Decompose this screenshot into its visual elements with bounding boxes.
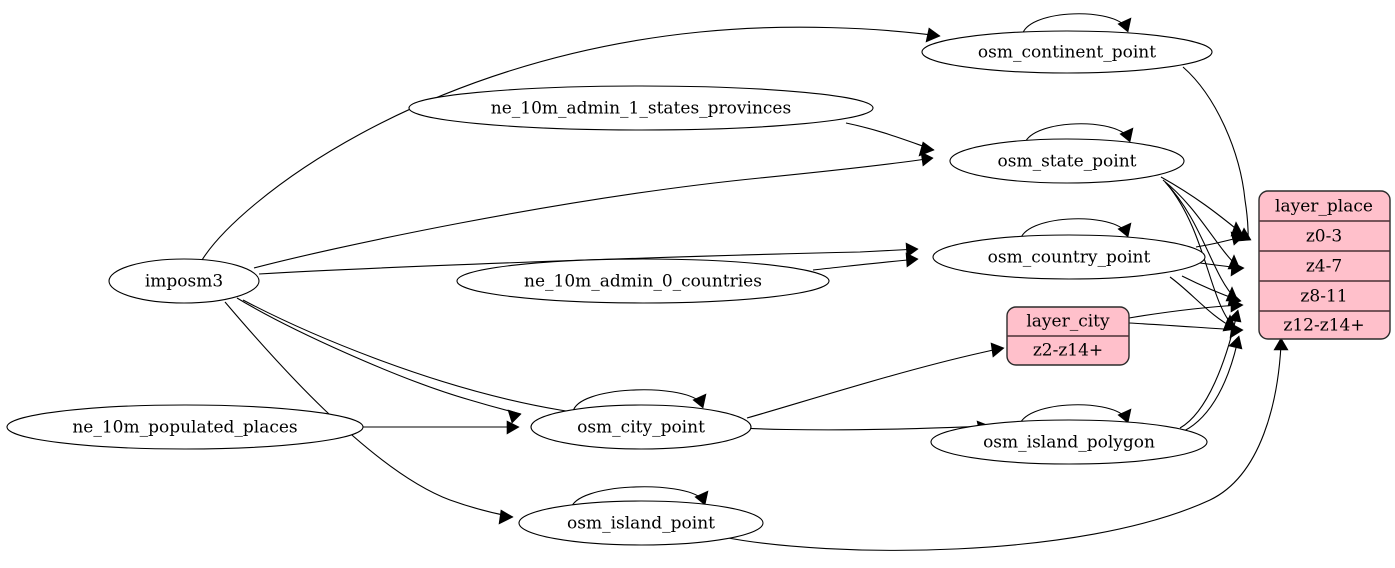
- node-label-ne-admin0: ne_10m_admin_0_countries: [524, 272, 762, 292]
- edge-osm-country-point-to-layer-place-z0: [1195, 231, 1245, 248]
- node-label-osm-city-point: osm_city_point: [577, 418, 705, 438]
- edge-self-loop-osm-island-point: [570, 486, 709, 510]
- node-layer-city[interactable]: layer_city z2-z14+: [1006, 306, 1130, 366]
- edge-osm-country-point-to-layer-place-z4: [1199, 261, 1245, 277]
- layer-place-row-z4-7[interactable]: z4-7: [1306, 257, 1342, 277]
- node-label-osm-continent-point: osm_continent_point: [978, 43, 1156, 63]
- layer-place-title: layer_place: [1275, 197, 1373, 217]
- edge-ne-admin1-to-osm-state-point: [845, 122, 935, 157]
- layer-city-title: layer_city: [1026, 312, 1110, 332]
- node-osm-state-point[interactable]: osm_state_point: [949, 138, 1185, 184]
- node-ne-10m-admin-0-countries[interactable]: ne_10m_admin_0_countries: [456, 258, 830, 304]
- edge-self-loop-osm-island-polygon: [1018, 404, 1132, 428]
- edge-layer-city-to-layer-place-z8: [1128, 298, 1244, 319]
- node-osm-country-point[interactable]: osm_country_point: [932, 234, 1206, 280]
- node-label-osm-state-point: osm_state_point: [998, 152, 1137, 172]
- node-osm-island-polygon[interactable]: osm_island_polygon: [930, 419, 1208, 465]
- node-osm-island-point[interactable]: osm_island_point: [518, 500, 764, 546]
- node-ne-10m-admin-1-states-provinces[interactable]: ne_10m_admin_1_states_provinces: [408, 85, 874, 131]
- edge-osm-island-polygon-to-layer-place-z12: [1183, 335, 1243, 432]
- node-osm-city-point[interactable]: osm_city_point: [530, 404, 752, 450]
- node-label-ne-populated: ne_10m_populated_places: [72, 418, 297, 438]
- edge-ne-admin0-to-osm-country-point: [812, 252, 919, 271]
- node-label-osm-country-point: osm_country_point: [988, 248, 1151, 268]
- edge-osm-state-point-to-layer-place-z0: [1160, 176, 1244, 237]
- edge-osm-city-point-to-layer-city-z2: [746, 342, 1005, 419]
- edge-osm-state-point-to-layer-place-z8: [1164, 181, 1239, 302]
- edge-self-loop-osm-city-point: [572, 389, 707, 413]
- edge-osm-island-point-to-layer-place-z12: [722, 337, 1289, 551]
- edge-imposm3-to-osm-island-point: [224, 301, 514, 525]
- layer-place-row-z12-z14[interactable]: z12-z14+: [1283, 316, 1364, 336]
- node-label-ne-admin1: ne_10m_admin_1_states_provinces: [491, 99, 791, 119]
- edge-layer-city-to-layer-place-z12: [1128, 322, 1244, 339]
- edge-imposm3-to-osm-city-point: [236, 297, 522, 424]
- node-label-osm-island-polygon: osm_island_polygon: [983, 433, 1155, 453]
- layer-place-row-z0-3[interactable]: z0-3: [1306, 227, 1342, 247]
- edge-osm-country-point-to-layer-place-z12: [1169, 276, 1238, 332]
- edge-imposm3-to-osm-continent-point: [201, 26, 941, 261]
- edge-imposm3-to-osm-country-point: [258, 242, 919, 275]
- layer-place-row-z8-11[interactable]: z8-11: [1300, 287, 1347, 307]
- edge-imposm3-to-osm-state-point: [253, 151, 934, 269]
- node-ne-10m-populated-places[interactable]: ne_10m_populated_places: [6, 404, 364, 450]
- edge-self-loop-osm-continent-point: [1021, 13, 1132, 37]
- edge-osm-continent-point-to-layer-place-z0: [1182, 66, 1252, 242]
- edge-self-loop-osm-state-point: [1023, 123, 1134, 147]
- layer-city-row-z2[interactable]: z2-z14+: [1033, 341, 1103, 361]
- edge-ne-populated-to-osm-city-point: [363, 420, 520, 435]
- node-imposm3[interactable]: imposm3: [108, 258, 260, 304]
- node-label-imposm3: imposm3: [145, 272, 223, 292]
- node-osm-continent-point[interactable]: osm_continent_point: [921, 30, 1213, 74]
- node-label-osm-island-point: osm_island_point: [567, 514, 715, 534]
- node-layer-place[interactable]: layer_place z0-3 z4-7 z8-11 z12-z14+: [1258, 190, 1391, 340]
- node-layer: imposm3 ne_10m_admin_1_states_provinces …: [6, 30, 1391, 546]
- edge-layer: [201, 13, 1289, 551]
- edge-self-loop-osm-country-point: [1019, 218, 1132, 242]
